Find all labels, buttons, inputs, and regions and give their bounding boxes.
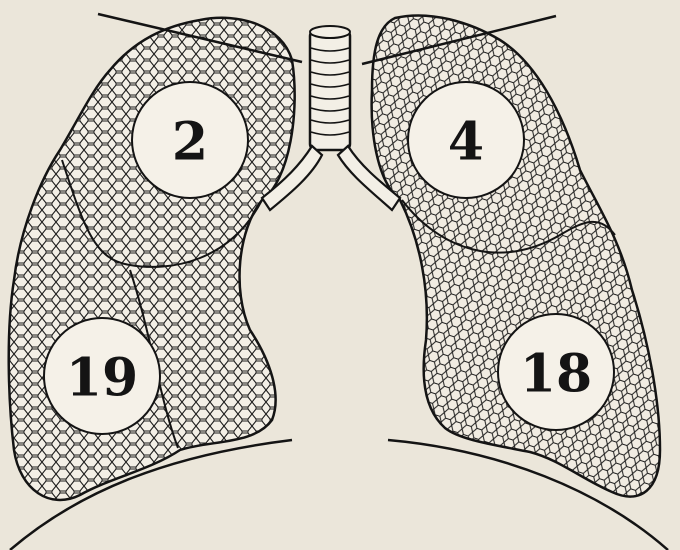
left-lung <box>372 15 660 496</box>
right-lung <box>9 18 295 500</box>
label-circle-left-lower: 18 <box>498 314 614 430</box>
label-circle-right-lower: 19 <box>44 318 160 434</box>
trachea-top <box>310 26 350 38</box>
label-number: 19 <box>66 348 138 409</box>
trachea <box>310 30 350 150</box>
label-circle-left-upper: 4 <box>408 82 524 198</box>
label-number: 4 <box>448 112 484 173</box>
label-number: 18 <box>520 344 592 405</box>
label-number: 2 <box>172 112 208 173</box>
label-circle-right-upper: 2 <box>132 82 248 198</box>
